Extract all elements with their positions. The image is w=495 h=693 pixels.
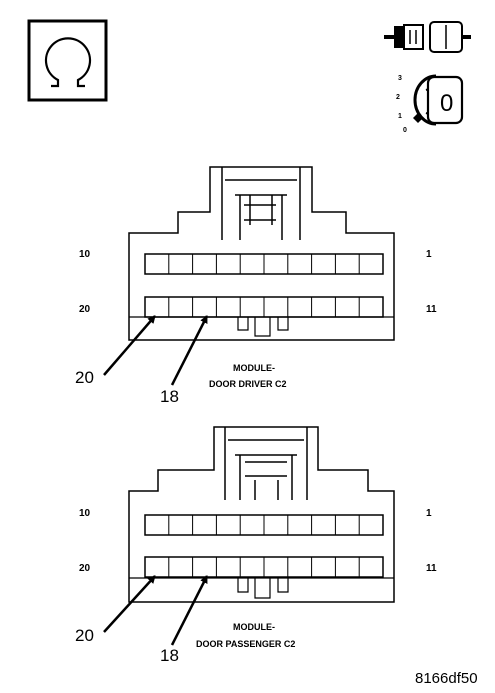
figure-id: 8166df50 bbox=[415, 670, 478, 687]
callout-label-18: 18 bbox=[160, 387, 179, 406]
connector-caption-line2: DOOR DRIVER C2 bbox=[209, 379, 287, 389]
pin-label-1: 1 bbox=[426, 508, 432, 519]
pin-label-20: 20 bbox=[79, 563, 91, 574]
pin-label-10: 10 bbox=[79, 508, 91, 519]
pin-label-10: 10 bbox=[79, 249, 91, 260]
disconnected-connector-icon bbox=[384, 21, 471, 53]
ignition-position-3: 3 bbox=[398, 75, 402, 82]
callout-arrow-pin-20 bbox=[103, 575, 156, 633]
ignition-position-1: 1 bbox=[398, 113, 402, 120]
connector-caption-line2: DOOR PASSENGER C2 bbox=[196, 639, 295, 649]
callout-label-20: 20 bbox=[75, 368, 94, 387]
connector-caption-line1: MODULE- bbox=[233, 363, 275, 373]
callout-label-20: 20 bbox=[75, 626, 94, 645]
callout-arrow-pin-18 bbox=[170, 575, 209, 646]
connector-caption-line1: MODULE- bbox=[233, 622, 275, 632]
key-head-label: 0 bbox=[440, 90, 453, 117]
pin-label-20: 20 bbox=[79, 304, 91, 315]
ignition-position-2: 2 bbox=[396, 94, 400, 101]
pin-label-11: 11 bbox=[426, 304, 437, 315]
callout-arrow-pin-18 bbox=[170, 315, 209, 386]
ignition-key-off-icon: 3 2 1 0 0 bbox=[396, 74, 464, 134]
callout-label-18: 18 bbox=[160, 646, 179, 665]
pin-label-11: 11 bbox=[426, 563, 437, 574]
callout-arrow-pin-20 bbox=[103, 315, 156, 376]
ohmmeter-symbol-icon bbox=[27, 19, 108, 102]
ignition-position-0: 0 bbox=[403, 127, 407, 134]
pin-label-1: 1 bbox=[426, 249, 432, 260]
connector-door-passenger-c2: 10 1 20 11 20 18 MODULE- DOOR PASSENGER … bbox=[75, 426, 437, 665]
connector-door-driver-c2: 10 1 20 11 20 18 MODULE- DOOR DRIVER C2 bbox=[75, 166, 437, 406]
